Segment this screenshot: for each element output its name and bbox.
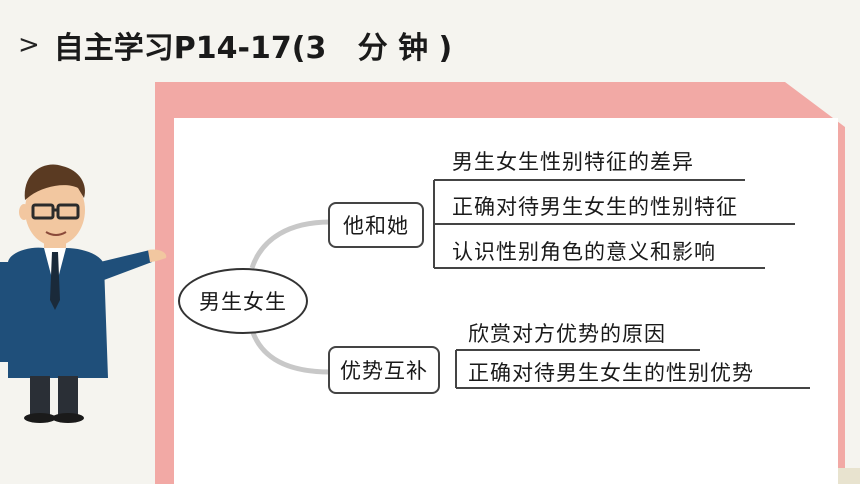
mindmap-center-node: 男生女生 — [178, 268, 308, 334]
leaf-item: 男生女生性别特征的差异 — [452, 150, 694, 174]
slide-title-text: 自主学习P14-17(3 分 钟 ) — [53, 31, 453, 66]
leaf-item: 正确对待男生女生的性别优势 — [468, 361, 754, 385]
slide-title: > 自主学习P14-17(3 分 钟 ) — [18, 20, 452, 70]
leaf-item: 欣赏对方优势的原因 — [468, 322, 666, 346]
branch-node-complementary: 优势互补 — [328, 346, 440, 394]
chevron-right-icon: > — [18, 30, 40, 60]
leaf-item: 正确对待男生女生的性别特征 — [452, 195, 738, 219]
branch-node-him-her: 他和她 — [328, 202, 424, 248]
leaf-item: 认识性别角色的意义和影响 — [452, 240, 716, 264]
